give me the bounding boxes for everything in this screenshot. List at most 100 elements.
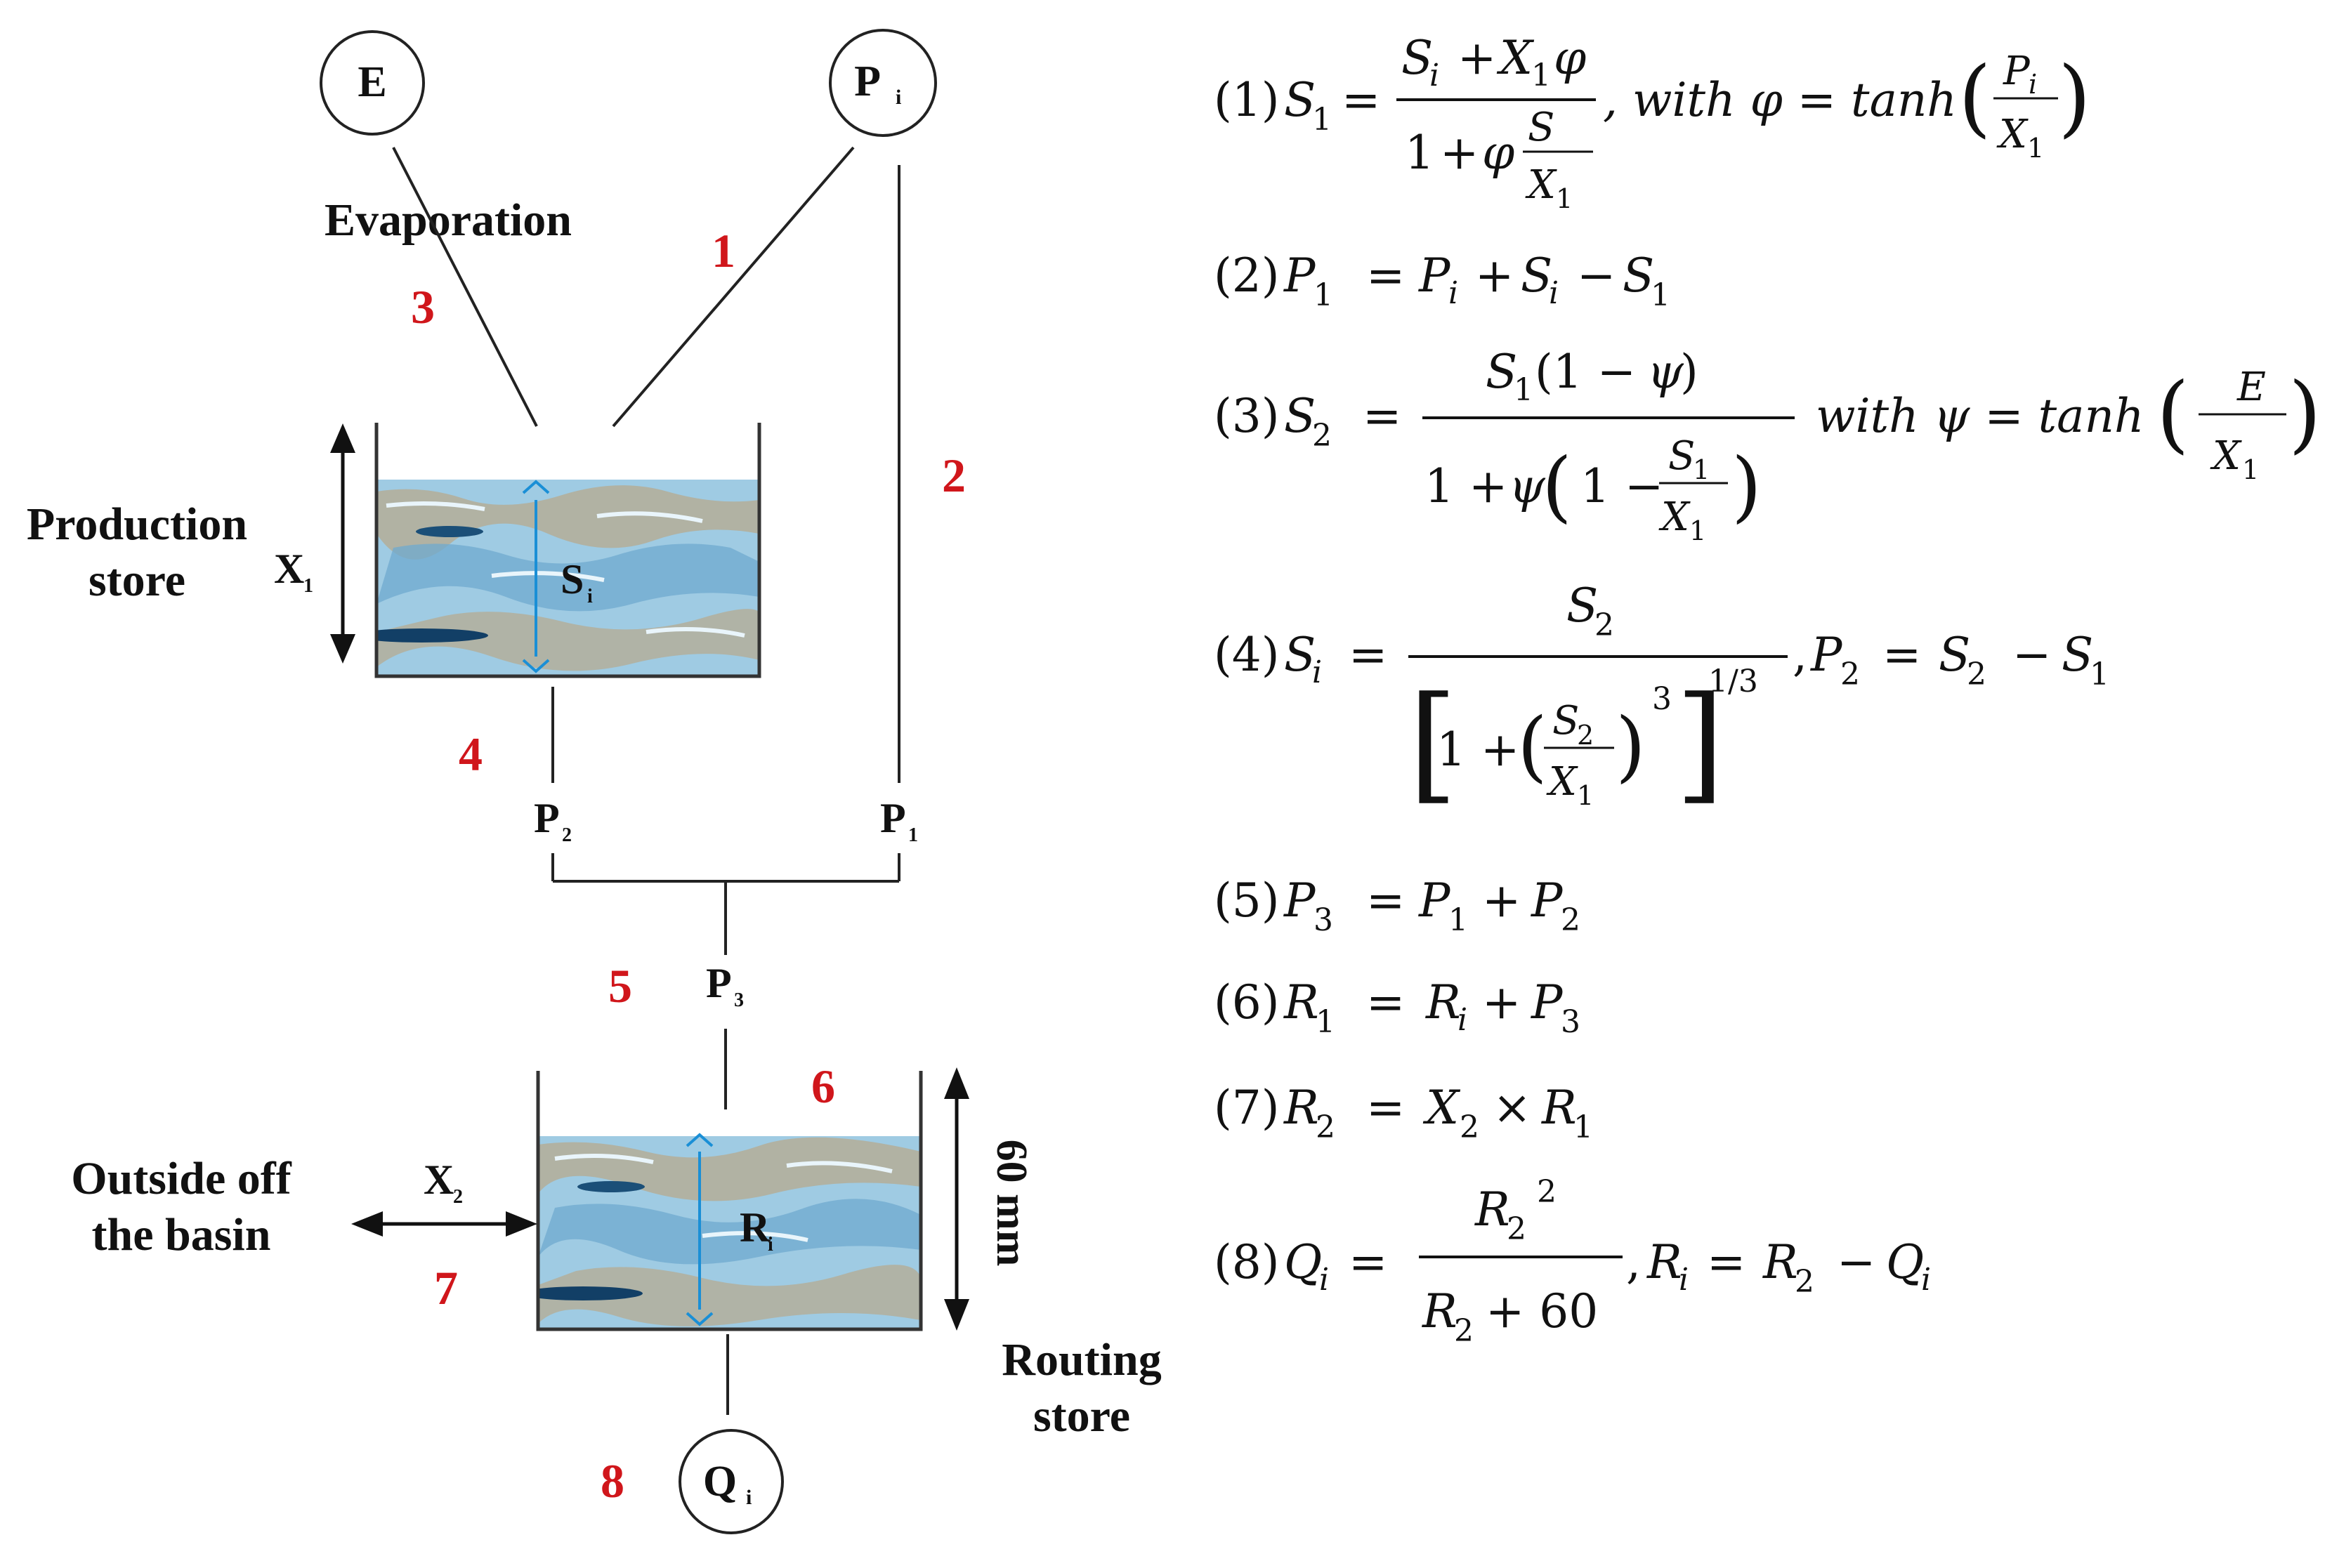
precipitation-node-sub: i [896,86,901,109]
svg-text:[: [ [1408,670,1458,817]
svg-text:2: 2 [1460,1109,1479,1145]
svg-text:=: = [1366,975,1405,1029]
svg-text:=: = [1342,73,1380,127]
svg-text:3: 3 [1652,681,1672,717]
x2-exchange-arrow [351,1211,537,1237]
svg-text:S: S [1668,433,1695,479]
svg-text:1: 1 [2090,657,2109,692]
production-store-label-line1: Production [27,499,247,550]
svg-text:−: − [1837,1235,1875,1289]
svg-text:2: 2 [1454,1313,1474,1349]
svg-text:): ) [2058,49,2091,147]
svg-text:1: 1 [1514,372,1533,408]
p1-label: P [880,795,906,841]
p2-sub: 2 [562,824,572,846]
svg-text:S: S [1401,31,1433,85]
svg-text:E: E [2236,364,2266,410]
equation-4-number: (4) [1214,628,1280,682]
svg-text:X: X [2210,433,2242,479]
svg-text:R: R [1422,1284,1458,1338]
step-numbers: 1 2 3 4 5 6 7 8 [411,224,966,1508]
svg-text:X: X [1422,1081,1461,1135]
svg-text:(: ( [1542,441,1572,531]
svg-text:S: S [1623,249,1654,303]
svg-text:R: R [1474,1182,1510,1237]
svg-text:P: P [1531,874,1564,928]
svg-text:=: = [1882,628,1921,682]
svg-text:ψ: ψ [1647,345,1684,399]
svg-text:R: R [1646,1235,1682,1289]
svg-text:X: X [1525,162,1557,208]
svg-text:2: 2 [1840,657,1860,692]
x1-depth-arrow [330,423,355,664]
svg-text:S: S [1552,698,1579,744]
ri-level-arrow [686,1133,714,1326]
svg-text:=: = [1366,874,1405,928]
svg-text:i: i [1319,1262,1329,1298]
svg-text:2: 2 [1316,1109,1335,1145]
equation-6-number: (6) [1214,975,1280,1029]
outside-basin-label-line2: the basin [92,1209,271,1260]
svg-text:i: i [1448,275,1458,311]
production-store-label-line2: store [89,555,185,606]
p3-label: P [706,960,732,1006]
p1-sub: 1 [908,824,918,846]
step-number-5: 5 [608,959,632,1013]
routing-depth-arrow [944,1067,969,1331]
svg-text:+: + [1458,31,1496,85]
x2-label: X [424,1157,454,1203]
svg-text:S: S [1528,105,1554,150]
svg-text:Q: Q [1886,1235,1924,1289]
si-label: S [561,556,584,602]
evaporation-label: Evaporation [325,195,572,246]
step-number-3: 3 [411,280,435,334]
svg-text:S: S [1284,628,1316,682]
svg-text:3: 3 [1314,902,1333,938]
equation-8-number: (8) [1214,1235,1280,1289]
step-number-2: 2 [942,449,966,502]
svg-text:2: 2 [1577,720,1594,751]
svg-text:S: S [1284,73,1316,127]
x1-label: X [274,546,304,592]
svg-text:S: S [1939,628,1970,682]
svg-text:1: 1 [1316,1004,1335,1040]
connector-lines [392,146,900,1415]
svg-text:1/3: 1/3 [1708,664,1758,699]
svg-text:Q: Q [1284,1235,1322,1289]
routing-store-label-line1: Routing [1002,1334,1161,1385]
svg-text:1: 1 [1448,902,1468,938]
si-level-arrow [522,480,550,673]
production-store-water [376,480,759,676]
svg-text:1: 1 [1573,1109,1593,1145]
step-number-4: 4 [459,727,483,781]
routing-store-water [538,1136,921,1329]
svg-text:+: + [1440,126,1479,180]
svg-text:(: ( [2156,365,2189,463]
svg-text:,: , [1626,1235,1641,1289]
svg-text:2: 2 [1594,607,1614,643]
svg-text:i: i [2029,69,2037,100]
svg-text:R: R [1283,1081,1319,1135]
svg-text:1: 1 [1314,277,1333,313]
svg-text:): ) [1731,441,1762,531]
svg-text:P: P [1810,628,1843,682]
step-number-6: 6 [811,1060,835,1113]
svg-text:2: 2 [1507,1211,1526,1247]
svg-text:): ) [2288,365,2321,463]
svg-text:1: 1 [1312,102,1332,138]
svg-text:=: = [1366,249,1405,303]
svg-text:]: ] [1675,670,1724,817]
svg-text:X: X [1496,31,1535,85]
svg-text:P: P [1531,975,1564,1029]
step-number-8: 8 [601,1454,624,1508]
svg-text:R: R [1425,975,1461,1029]
svg-text:S: S [2062,628,2093,682]
flow-node-sub: i [746,1486,752,1509]
svg-text:i: i [1429,58,1439,93]
svg-text:X: X [1996,112,2029,157]
svg-text:1: 1 [1405,126,1434,180]
